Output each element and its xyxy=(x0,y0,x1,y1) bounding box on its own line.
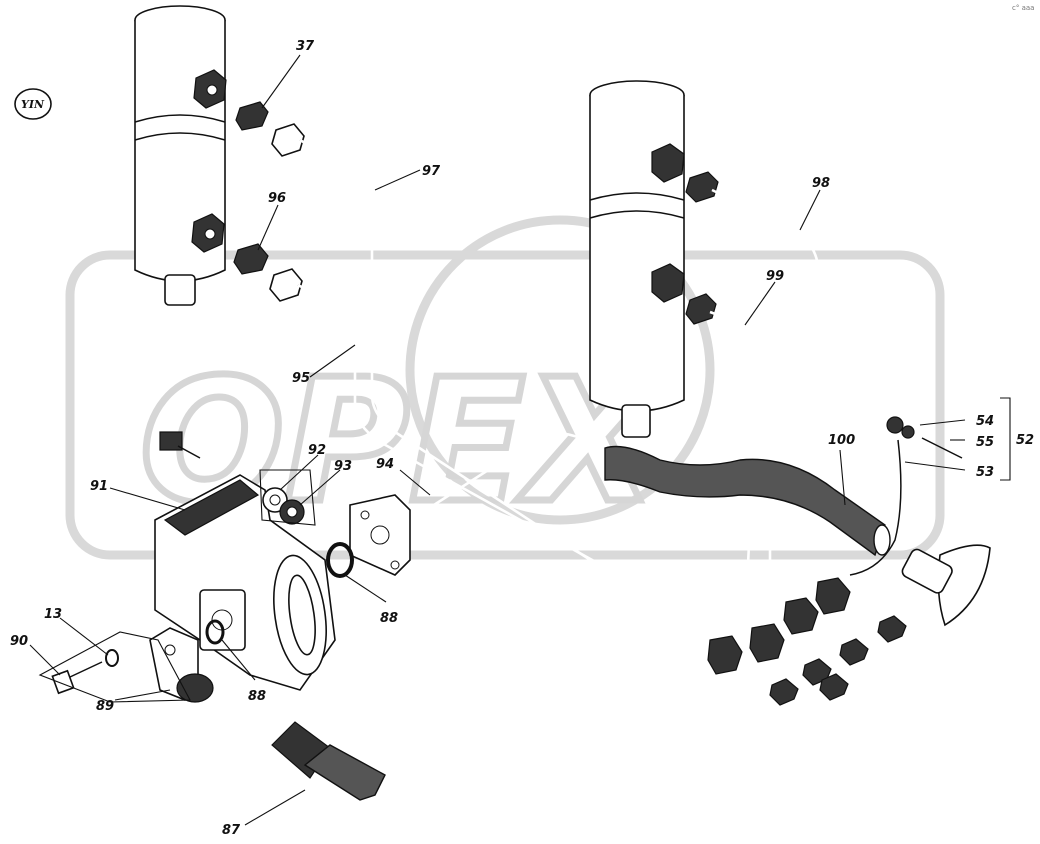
label-91: 91 xyxy=(90,479,108,494)
right-cylinder xyxy=(589,80,685,438)
pipe-95 xyxy=(269,268,785,663)
label-88-lower: 88 xyxy=(248,689,266,704)
leader-lines xyxy=(29,54,1011,826)
coupling-87 xyxy=(271,721,386,801)
label-53: 53 xyxy=(976,465,994,480)
elbow-89 xyxy=(149,627,214,703)
fitting-96 xyxy=(233,243,269,275)
view-badge-text: YIN xyxy=(21,98,45,111)
label-90: 90 xyxy=(10,634,28,649)
label-37: 37 xyxy=(296,39,315,54)
hose-100 xyxy=(604,445,891,557)
fitting-37 xyxy=(235,101,269,131)
part-labels: 37 96 97 98 99 95 54 55 52 53 100 92 93 … xyxy=(10,39,1034,838)
label-52: 52 xyxy=(1016,433,1034,448)
label-93: 93 xyxy=(334,459,352,474)
bolt-small xyxy=(159,431,201,459)
nut-93 xyxy=(279,499,305,525)
bolt-group-frame xyxy=(38,631,191,703)
label-100: 100 xyxy=(828,433,855,448)
clamp-52 xyxy=(849,416,963,576)
label-95: 95 xyxy=(292,371,310,386)
pipe-97 xyxy=(271,123,743,675)
label-88-upper: 88 xyxy=(380,611,398,626)
left-cylinder xyxy=(134,5,227,306)
pump-91 xyxy=(154,474,336,691)
label-97: 97 xyxy=(422,164,441,179)
label-99: 99 xyxy=(766,269,784,284)
label-98: 98 xyxy=(812,176,830,191)
label-54: 54 xyxy=(976,414,994,429)
oring-88-upper xyxy=(326,542,354,578)
label-92: 92 xyxy=(308,443,326,458)
coupling-sleeve xyxy=(901,544,991,627)
view-badge: YIN xyxy=(14,88,52,120)
watermark-gear xyxy=(405,215,715,525)
label-94: 94 xyxy=(376,457,394,472)
label-96: 96 xyxy=(268,191,286,206)
pipe-99 xyxy=(709,310,819,635)
label-55: 55 xyxy=(976,435,994,450)
pipe-98 xyxy=(711,188,851,615)
label-87: 87 xyxy=(222,823,241,838)
watermark-frame xyxy=(65,250,945,560)
corner-mark: с° ааа xyxy=(1012,4,1034,12)
loose-fittings xyxy=(769,615,907,706)
label-13: 13 xyxy=(44,607,62,622)
fitting-98-nut xyxy=(685,171,719,203)
fitting-99-nut xyxy=(685,293,717,325)
bolt-90 xyxy=(51,661,103,695)
label-89: 89 xyxy=(96,699,114,714)
oring-88-lower xyxy=(205,619,225,645)
washer-13 xyxy=(105,649,119,667)
tube-94 xyxy=(349,432,613,576)
